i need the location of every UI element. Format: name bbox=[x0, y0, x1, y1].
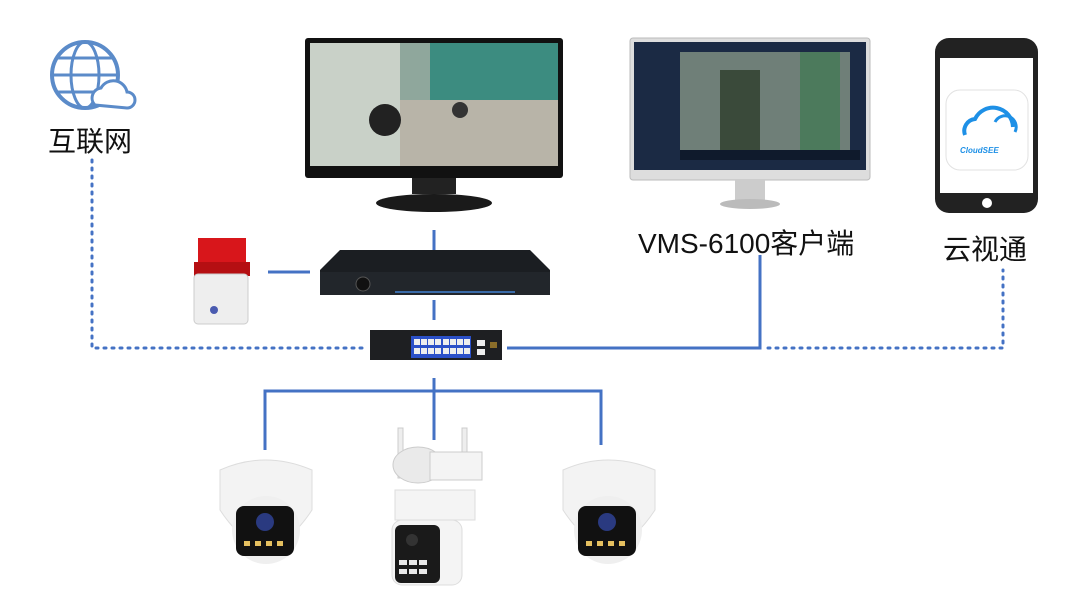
vms-link bbox=[507, 255, 762, 350]
camera-bus bbox=[263, 378, 603, 450]
internet-label: 互联网 bbox=[48, 126, 133, 157]
internet-link bbox=[90, 158, 367, 350]
app-icon-text: CloudSEE bbox=[960, 146, 999, 155]
vms-client-label: VMS-6100客户端 bbox=[638, 228, 855, 259]
app-link bbox=[766, 268, 1005, 350]
mobile-app-label: 云视通 bbox=[943, 234, 1028, 265]
